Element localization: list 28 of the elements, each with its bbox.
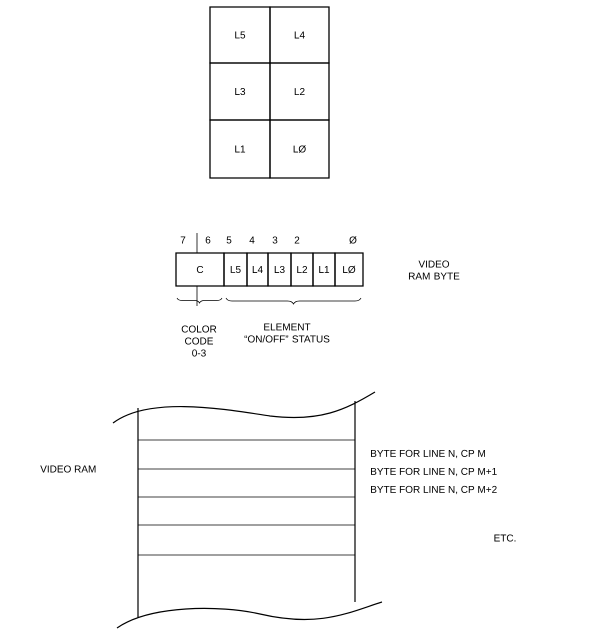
register-cell: L3	[267, 252, 292, 287]
grid-cell: L4	[269, 6, 330, 64]
grid-cell: L3	[209, 62, 271, 121]
register-cell: L4	[246, 252, 269, 287]
register-caption: VIDEO RAM BYTE	[408, 260, 460, 280]
memory-caption: VIDEO RAM	[40, 465, 96, 473]
bit-number: 2	[294, 236, 300, 244]
bit-number: 3	[272, 236, 278, 244]
grid-cell: L5	[209, 6, 271, 64]
register-cell: LØ	[334, 252, 364, 287]
field-caption: ELEMENT “ON/OFF” STATUS	[244, 324, 330, 342]
register-cell: L1	[312, 252, 336, 287]
byte-caption: BYTE FOR LINE N, CP M+2	[371, 486, 497, 494]
grid-cell: LØ	[269, 119, 330, 179]
grid-cell: L2	[269, 62, 330, 121]
bit-number: Ø	[349, 236, 357, 244]
bit-number: 5	[226, 236, 232, 244]
byte-caption: BYTE FOR LINE N, CP M+1	[371, 468, 497, 476]
register-cell: C	[175, 252, 225, 287]
byte-caption: BYTE FOR LINE N, CP M	[371, 450, 485, 458]
bit-number: 7	[180, 236, 186, 244]
field-caption: COLOR CODE 0-3	[182, 325, 216, 357]
bit-number: 4	[249, 236, 254, 244]
register-cell: L2	[290, 252, 314, 287]
note: ETC.	[494, 534, 516, 542]
bit-number: 6	[206, 236, 210, 244]
register-cell: L5	[223, 252, 248, 287]
grid-cell: L1	[209, 119, 271, 179]
